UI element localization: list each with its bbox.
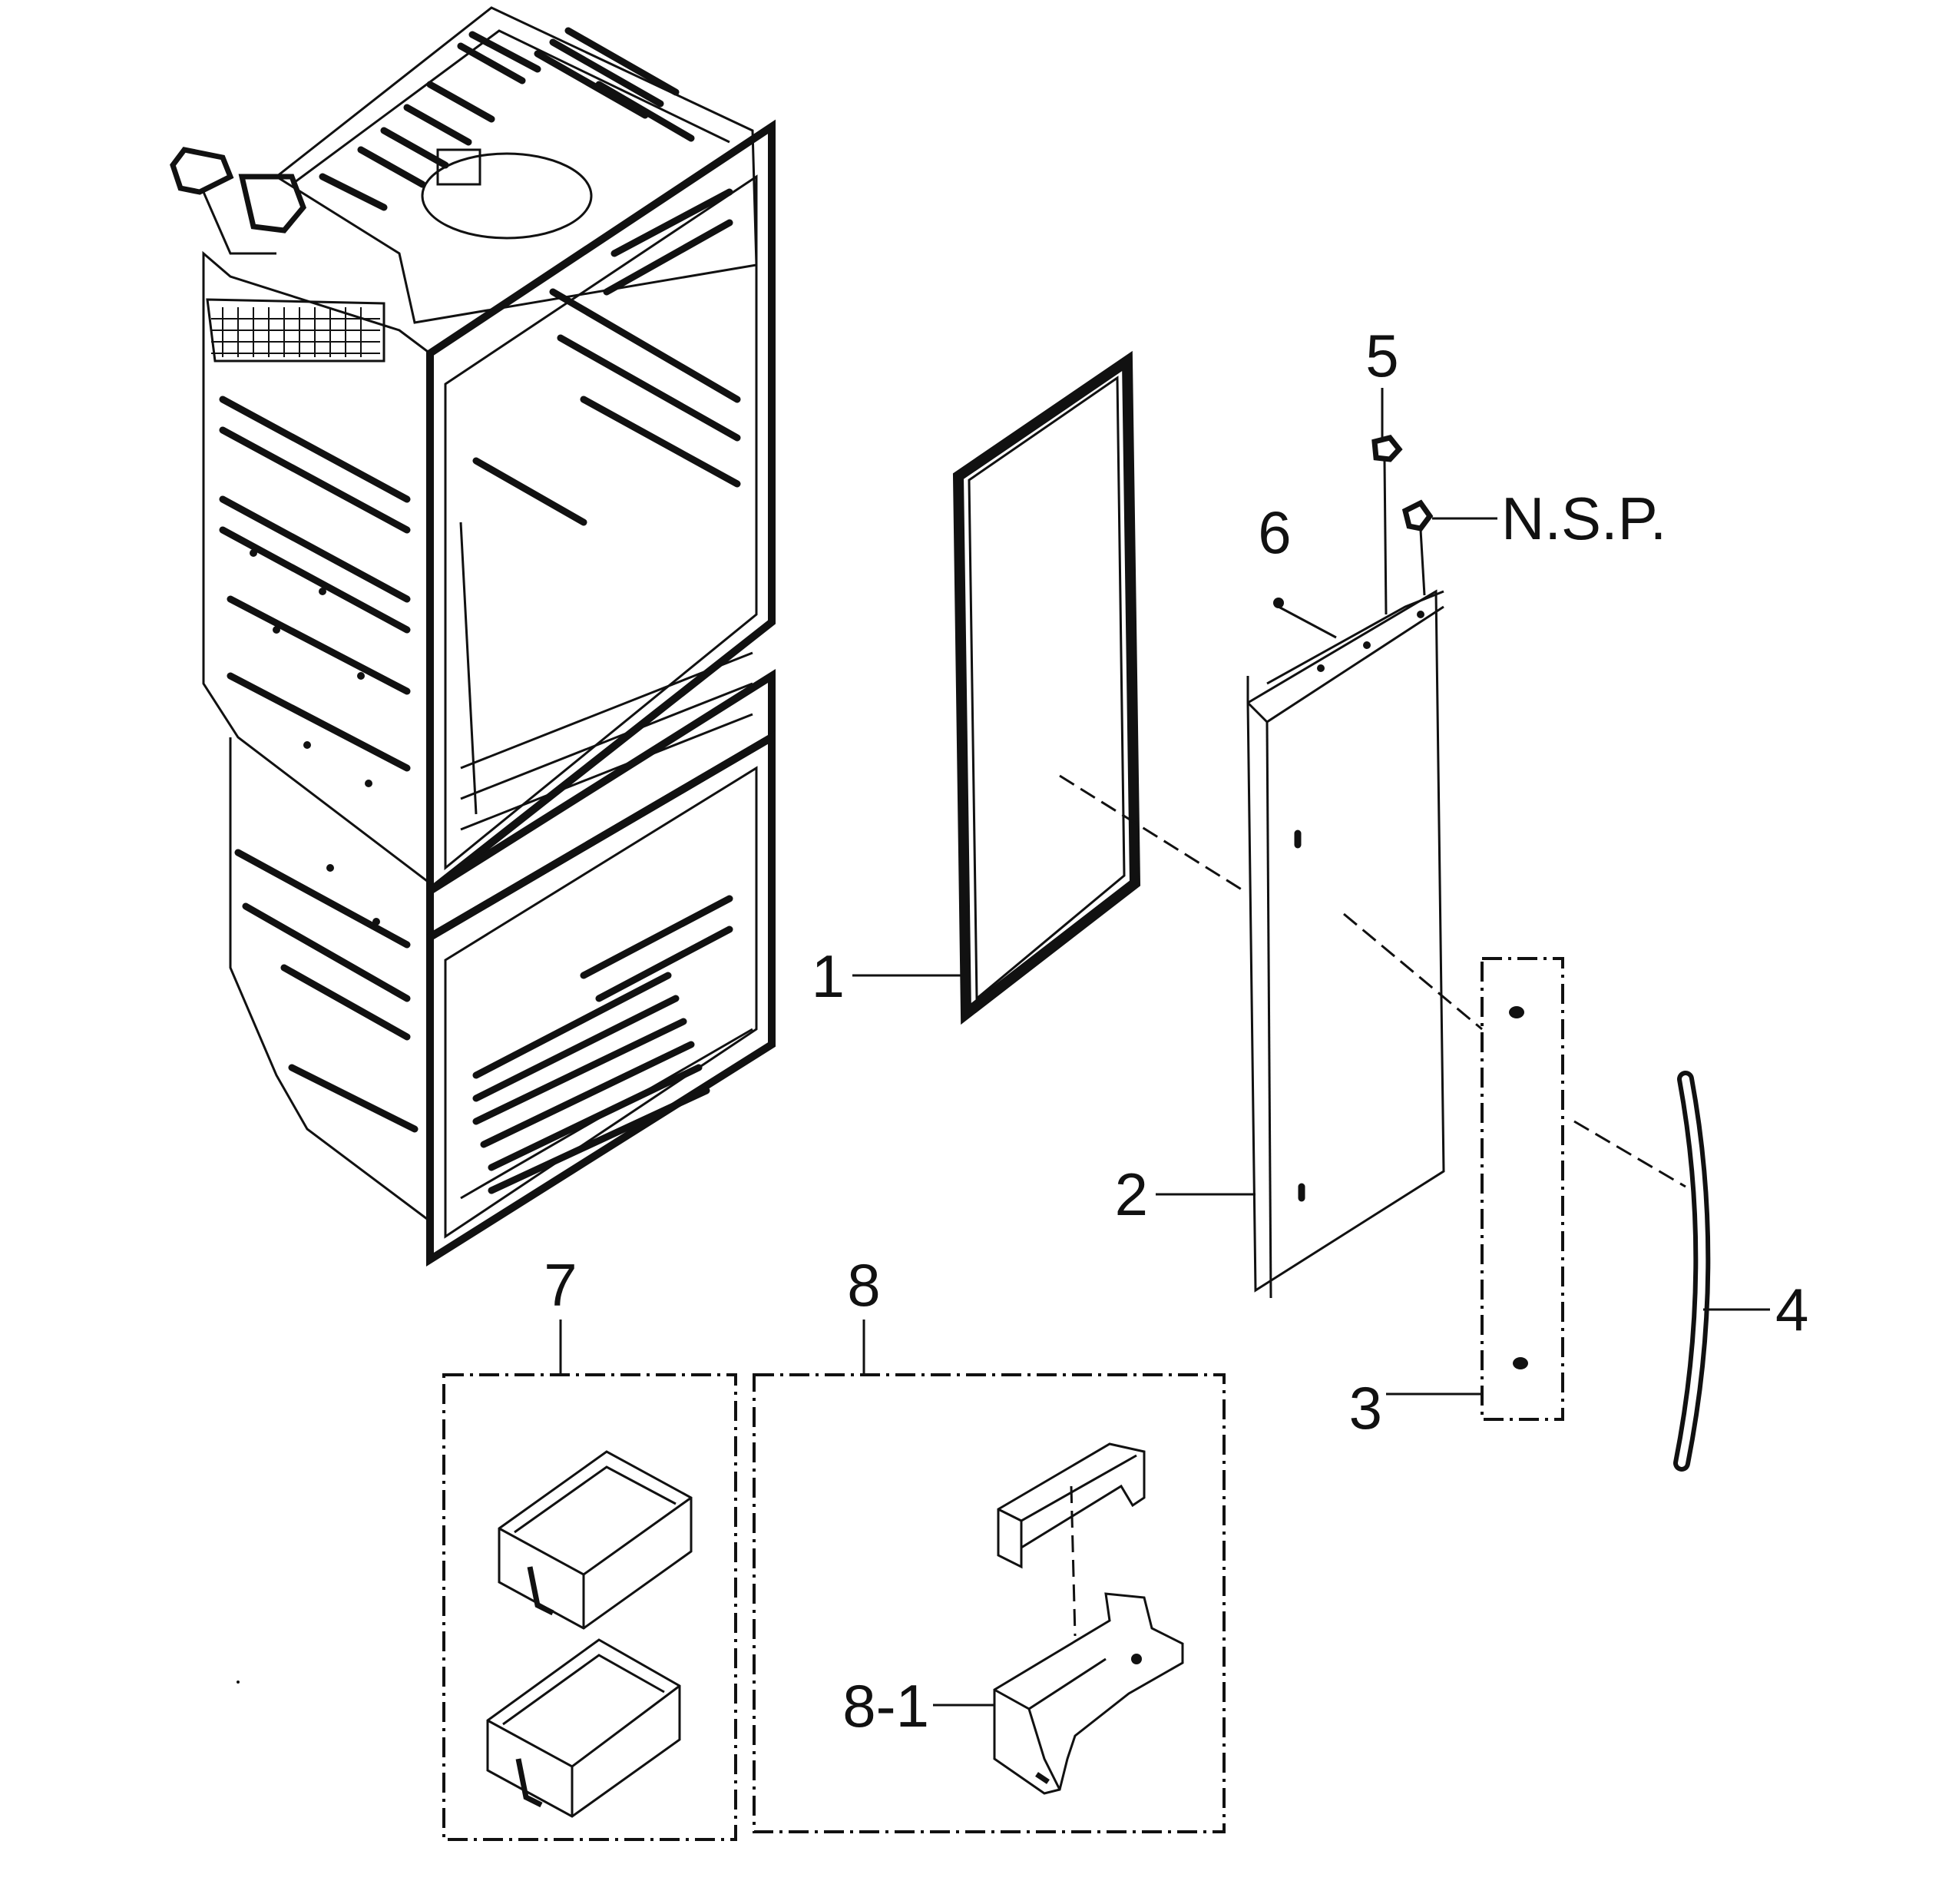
callout-2: 2: [1115, 1161, 1148, 1228]
callout-5: 5: [1365, 322, 1398, 389]
group-box-8: [753, 1373, 1226, 1833]
cabinet-assembly-icon: [170, 6, 776, 1267]
guard-assembly-icon: [993, 1442, 1184, 1795]
callout-8-1: 8-1: [842, 1672, 929, 1740]
callout-1: 1: [812, 942, 845, 1010]
callout-7: 7: [544, 1251, 577, 1319]
stray-dot: [237, 1680, 240, 1684]
nsp-screw-icon: [1401, 499, 1434, 596]
callout-4: 4: [1775, 1276, 1808, 1343]
assembly-line-door: [1343, 912, 1483, 1031]
callout-8: 8: [847, 1251, 880, 1319]
door-bin-icon: [486, 1638, 681, 1818]
door-gasket-icon: [952, 350, 1141, 1025]
hinge-cap-icon: [1371, 435, 1403, 615]
door-bin-icon: [498, 1450, 693, 1630]
door-panel-icon: [1246, 589, 1445, 1299]
callout-6: 6: [1258, 498, 1291, 566]
handle-plate-icon: [1481, 957, 1564, 1421]
assembly-line-gasket: [1059, 774, 1245, 892]
callout-3: 3: [1349, 1374, 1382, 1442]
assembly-line-plate: [1573, 1120, 1686, 1188]
group-box-7: [442, 1373, 737, 1841]
screw-icon: [1273, 598, 1337, 639]
callout-nsp: N.S.P.: [1501, 485, 1666, 552]
door-handle-icon: [1673, 1071, 1711, 1472]
